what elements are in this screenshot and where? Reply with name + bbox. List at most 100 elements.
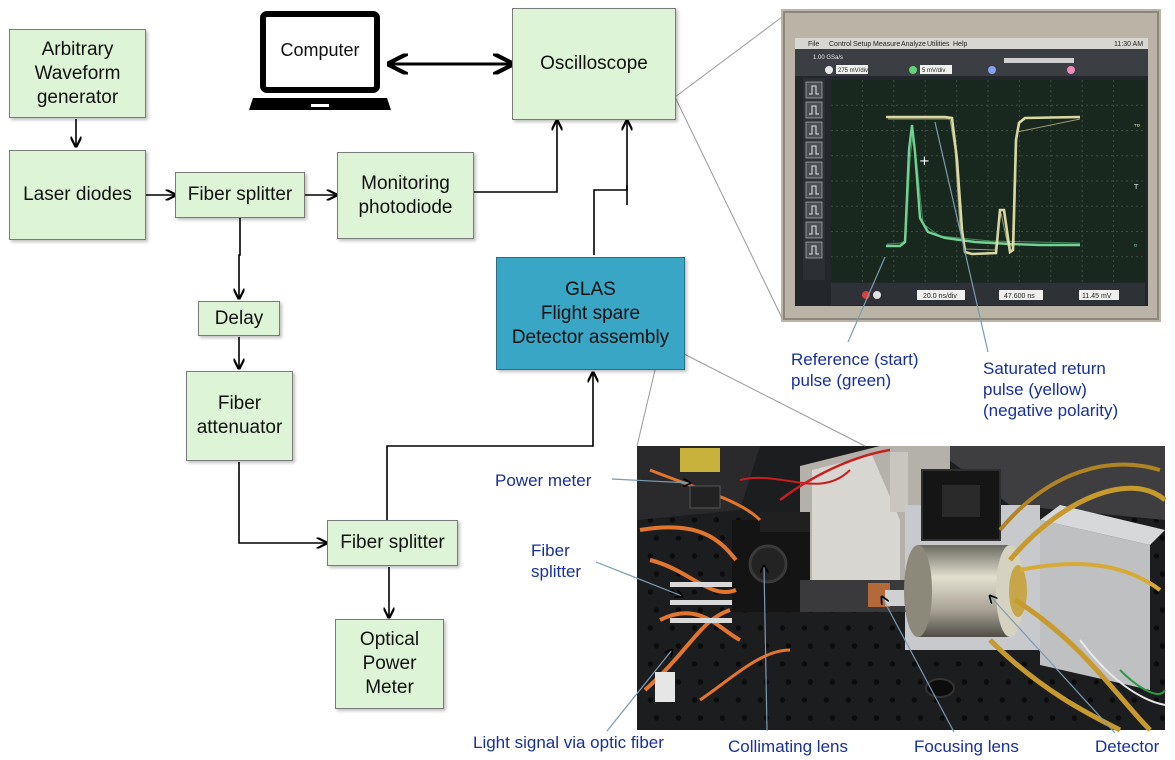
table-hole: [691, 553, 697, 559]
scope-menu-item: Help: [953, 41, 968, 48]
table-hole: [713, 697, 719, 703]
table-hole: [647, 697, 653, 703]
table-hole: [829, 643, 835, 649]
optical-power-meter-box: Optical Power Meter: [335, 619, 444, 709]
table-hole: [955, 661, 961, 667]
collimating-lens-label: Collimating lens: [728, 737, 848, 756]
table-hole: [807, 679, 813, 685]
table-hole: [1153, 625, 1159, 631]
table-hole: [719, 535, 725, 541]
scope-tool-button: [805, 241, 823, 259]
table-hole: [1159, 535, 1165, 541]
scope-trigger-level: 11.45 mV: [1082, 293, 1112, 300]
table-hole: [917, 679, 923, 685]
table-hole: [911, 697, 917, 703]
channel-4-icon: [1067, 66, 1075, 74]
table-hole: [691, 697, 697, 703]
table-hole: [983, 679, 989, 685]
table-hole: [873, 715, 879, 721]
table-hole: [653, 715, 659, 721]
table-hole: [1043, 697, 1049, 703]
table-hole: [735, 697, 741, 703]
table-hole: [1093, 679, 1099, 685]
table-hole: [669, 517, 675, 523]
table-hole: [1071, 715, 1077, 721]
table-hole: [933, 661, 939, 667]
table-hole: [977, 661, 983, 667]
table-hole: [977, 697, 983, 703]
table-hole: [983, 715, 989, 721]
scope-tool-button: [805, 201, 823, 219]
table-hole: [867, 661, 873, 667]
table-hole: [823, 625, 829, 631]
table-hole: [675, 715, 681, 721]
table-hole: [823, 661, 829, 667]
delay-box: Delay: [198, 301, 280, 336]
table-hole: [691, 517, 697, 523]
table-hole: [961, 715, 967, 721]
table-hole: [1159, 607, 1165, 613]
detector-assembly-photo: [637, 446, 1167, 733]
scope-tool-button: [805, 101, 823, 119]
channel-2-icon: [909, 66, 917, 74]
laptop-icon: [249, 11, 391, 110]
fiber-attenuator-box: Fiber attenuator: [186, 371, 293, 461]
table-hole: [713, 661, 719, 667]
table-hole: [1021, 661, 1027, 667]
focusing-lens-label: Focusing lens: [914, 737, 1019, 756]
table-hole: [911, 661, 917, 667]
scope-tool-button: [805, 81, 823, 99]
table-hole: [697, 715, 703, 721]
table-hole: [675, 607, 681, 613]
table-hole: [1027, 715, 1033, 721]
scope-ch1-scale: 275 mV/div: [838, 68, 868, 74]
table-hole: [851, 715, 857, 721]
table-hole: [653, 643, 659, 649]
arbitrary-waveform-generator-box: Arbitrary Waveform generator: [9, 29, 146, 118]
table-hole: [675, 643, 681, 649]
table-hole: [647, 625, 653, 631]
table-hole: [845, 661, 851, 667]
scope-tool-glyph: [809, 225, 819, 235]
table-hole: [1049, 679, 1055, 685]
table-hole: [955, 697, 961, 703]
table-hole: [1109, 697, 1115, 703]
table-hole: [807, 643, 813, 649]
table-hole: [675, 679, 681, 685]
table-hole: [647, 589, 653, 595]
table-hole: [785, 643, 791, 649]
scope-menu-item: Analyze: [901, 41, 926, 48]
table-hole: [1087, 697, 1093, 703]
scope-tool-button: [805, 161, 823, 179]
scope-ch2-scale: 5 mV/div: [922, 68, 945, 74]
table-hole: [999, 661, 1005, 667]
scope-clock: 11:30 AM: [1114, 41, 1143, 48]
table-hole: [719, 643, 725, 649]
scope-timebase: 20.0 ns/div: [923, 293, 957, 300]
scope-menu-item: Utilities: [927, 41, 950, 48]
table-hole: [669, 553, 675, 559]
table-hole: [917, 715, 923, 721]
table-hole: [851, 679, 857, 685]
table-hole: [999, 697, 1005, 703]
glas-detector-assembly-box: GLAS Flight spare Detector assembly: [496, 257, 685, 370]
table-hole: [653, 535, 659, 541]
scope-menu-bar: [795, 38, 1148, 49]
callout-lines: [636, 16, 866, 447]
table-hole: [675, 535, 681, 541]
svg-text:T: T: [1133, 183, 1139, 191]
table-hole: [889, 625, 895, 631]
table-hole: [719, 571, 725, 577]
scope-tool-glyph: [809, 205, 819, 215]
table-hole: [735, 625, 741, 631]
table-hole: [851, 643, 857, 649]
table-hole: [895, 643, 901, 649]
table-hole: [741, 643, 747, 649]
table-hole: [697, 571, 703, 577]
table-hole: [1159, 643, 1165, 649]
table-hole: [697, 643, 703, 649]
scope-tool-glyph: [809, 165, 819, 175]
scope-tool-button: [805, 221, 823, 239]
scope-tool-glyph: [809, 145, 819, 155]
scope-sample-rate: 1.00 GSa/s: [813, 55, 843, 61]
